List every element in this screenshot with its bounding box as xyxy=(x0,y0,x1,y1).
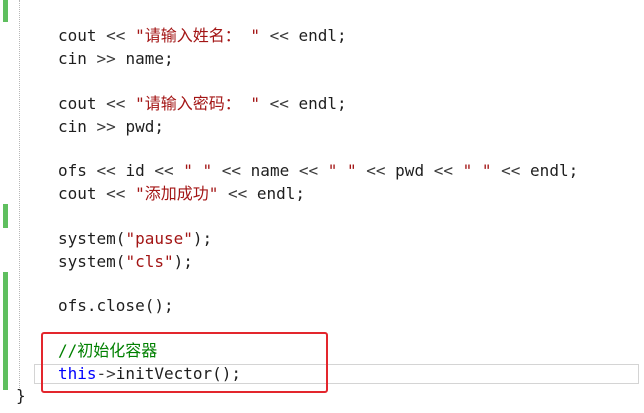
indent-guide xyxy=(19,0,20,388)
change-marker xyxy=(3,272,8,390)
code-line[interactable]: system("cls"); xyxy=(58,252,193,271)
code-line-comment[interactable]: //初始化容器 xyxy=(58,340,157,362)
change-marker xyxy=(3,0,8,22)
annotation-highlight-box xyxy=(41,332,328,393)
code-line[interactable]: system("pause"); xyxy=(58,229,213,248)
current-line-indicator xyxy=(34,364,639,384)
code-line[interactable]: ofs << id << " " << name << " " << pwd <… xyxy=(58,161,579,180)
change-marker xyxy=(3,204,8,228)
code-line[interactable]: cin >> pwd; xyxy=(58,117,164,136)
keyword-this: this xyxy=(58,364,97,383)
code-line[interactable]: cin >> name; xyxy=(58,49,174,68)
comment-text: //初始化容器 xyxy=(58,341,158,360)
code-line[interactable]: ofs.close(); xyxy=(58,296,174,315)
code-line[interactable]: cout << "请输入密码： " << endl; xyxy=(58,94,347,113)
code-line[interactable]: cout << "请输入姓名： " << endl; xyxy=(58,26,347,45)
code-line[interactable]: cout << "添加成功" << endl; xyxy=(58,184,306,203)
closing-brace: } xyxy=(16,386,26,405)
code-line[interactable]: this->initVector(); xyxy=(58,364,242,383)
